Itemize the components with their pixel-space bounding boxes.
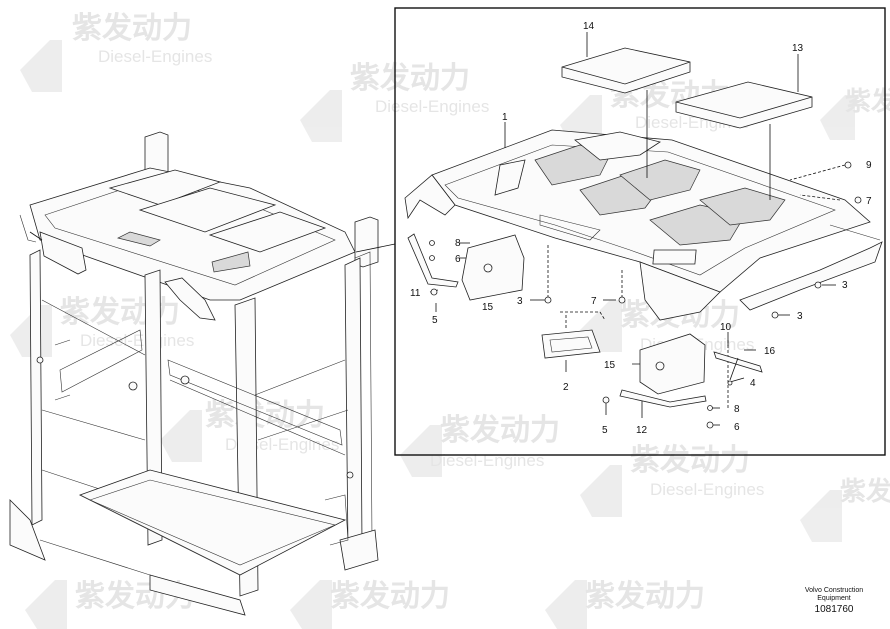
cab-frame-drawing <box>9 131 396 616</box>
callout-6: 6 <box>455 254 461 265</box>
mirror-15-lower <box>639 333 706 395</box>
watermark-logo: 紫发动力 <box>800 476 890 542</box>
watermark-cn: 紫发动力 <box>72 12 192 45</box>
watermark-cn: 紫发动力 <box>205 399 325 432</box>
callout-labels: 14 13 1 9 7 8 6 11 15 3 7 3 3 5 10 16 2 … <box>410 21 872 436</box>
watermark-en: Diesel-Engines <box>375 97 489 116</box>
watermark-logo: 紫发动力 <box>820 86 890 140</box>
callout-4: 4 <box>750 378 756 389</box>
callout-14: 14 <box>583 21 595 32</box>
detail-frame <box>394 7 886 456</box>
watermark-en: Diesel-Engines <box>80 331 194 350</box>
watermark-en: Diesel-Engines <box>98 47 212 66</box>
callout-7: 7 <box>591 296 597 307</box>
watermark-en: Diesel-Engines <box>650 480 764 499</box>
callout-8: 8 <box>455 238 461 249</box>
watermark-logo: 紫发动力 Diesel-Engines <box>20 12 212 92</box>
callout-8: 8 <box>734 404 740 415</box>
footer-company: Volvo Construction <box>805 587 863 594</box>
callout-5: 5 <box>432 315 438 326</box>
sunvisor-16 <box>713 351 763 373</box>
callout-3: 3 <box>797 311 803 322</box>
watermark-logo: 紫发动力 Diesel-Engines <box>300 62 489 142</box>
callout-11: 11 <box>410 288 421 299</box>
callout-15: 15 <box>604 360 616 371</box>
drawing-number: 1081760 <box>815 604 854 615</box>
watermark-cn: 紫发动力 <box>350 62 470 95</box>
callout-2: 2 <box>563 382 569 393</box>
watermark-en: Diesel-Engines <box>430 451 544 470</box>
watermark-logo: 紫发动力 Diesel-Engines <box>580 444 764 517</box>
callout-5: 5 <box>602 425 608 436</box>
callout-12: 12 <box>636 425 648 436</box>
roof-detail-drawing <box>404 32 883 429</box>
footer-block: Volvo Construction Equipment 1081760 <box>805 587 863 615</box>
mirror-arm-11 <box>407 233 459 288</box>
callout-16: 16 <box>764 346 776 357</box>
watermark-logo: 紫发动力 <box>545 580 705 629</box>
watermark-logo: 紫发动力 <box>290 580 450 629</box>
watermark-cn: 紫发动力 <box>60 296 180 329</box>
callout-13: 13 <box>792 43 804 54</box>
leader-lines <box>429 32 846 426</box>
watermark-cn: 紫发动力 <box>845 86 890 116</box>
callout-3: 3 <box>842 280 848 291</box>
watermark-cn: 紫发动力 <box>440 414 560 447</box>
callout-9: 9 <box>866 160 872 171</box>
callout-10: 10 <box>720 322 732 333</box>
callout-3: 3 <box>517 296 523 307</box>
callout-7: 7 <box>866 196 872 207</box>
watermark-cn: 紫发动力 <box>840 476 890 506</box>
callout-6: 6 <box>734 422 740 433</box>
watermark-cn: 紫发动力 <box>330 580 450 613</box>
footer-dept: Equipment <box>817 595 851 602</box>
watermark-cn: 紫发动力 <box>630 444 750 477</box>
callout-1: 1 <box>502 112 508 123</box>
mirror-15 <box>461 234 525 301</box>
mirror-arm-12 <box>619 389 707 408</box>
watermark-logo: 紫发动力 Diesel-Engines <box>400 414 560 477</box>
callout-15: 15 <box>482 302 494 313</box>
watermark-cn: 紫发动力 <box>585 580 705 613</box>
